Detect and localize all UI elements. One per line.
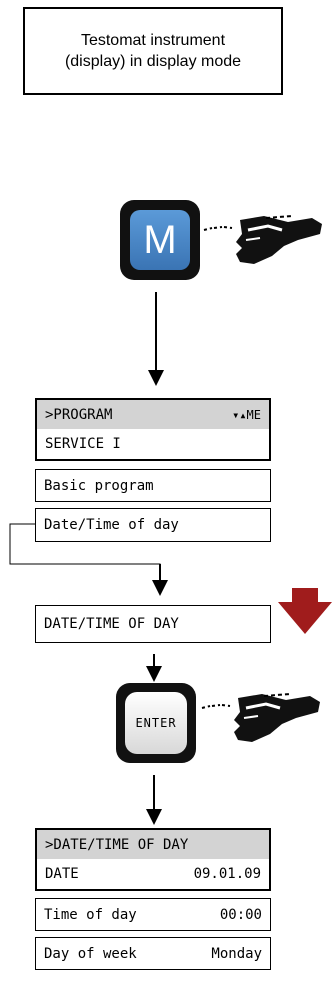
result-row-day-value: Monday (211, 945, 262, 962)
arrow-down-2 (146, 654, 162, 682)
menu-item-service-label: SERVICE I (45, 436, 121, 452)
title-box: Testomat instrument (display) in display… (23, 7, 283, 95)
result-row-time: Time of day 00:00 (35, 898, 271, 931)
menu-header: >PROGRAM ▾▴ME (35, 398, 271, 431)
connector-line (9, 523, 168, 596)
menu-item-basic-program-label: Basic program (44, 477, 154, 494)
menu-item-basic-program[interactable]: Basic program (35, 469, 271, 502)
result-row-time-label: Time of day (44, 906, 137, 923)
menu-item-date-time[interactable]: Date/Time of day (35, 508, 271, 542)
pointing-hand-icon (203, 215, 322, 264)
result-row-date-value: 09.01.09 (193, 866, 261, 882)
menu-item-service[interactable]: SERVICE I (35, 429, 271, 461)
result-row-day-label: Day of week (44, 945, 137, 962)
title-text: Testomat instrument (display) in display… (64, 32, 242, 70)
red-down-arrow-icon (278, 588, 332, 634)
m-key-button[interactable]: M (120, 200, 200, 280)
m-key-face: M (130, 210, 190, 270)
arrow-down-3 (146, 775, 162, 825)
result-row-date-label: DATE (45, 866, 79, 882)
arrow-down-1 (148, 292, 164, 386)
result-header: >DATE/TIME OF DAY (35, 828, 271, 861)
result-row-time-value: 00:00 (219, 906, 262, 923)
result-header-label: >DATE/TIME OF DAY (45, 836, 189, 853)
date-time-box: DATE/TIME OF DAY (35, 605, 271, 643)
pointing-hand-icon (201, 693, 320, 742)
date-time-box-label: DATE/TIME OF DAY (44, 616, 179, 632)
menu-item-date-time-label: Date/Time of day (44, 517, 179, 533)
menu-header-right: ▾▴ME (232, 407, 261, 422)
menu-header-label: >PROGRAM (45, 406, 113, 423)
enter-key-face: ENTER (125, 692, 187, 754)
enter-key-button[interactable]: ENTER (116, 683, 196, 763)
result-row-day: Day of week Monday (35, 937, 271, 970)
result-row-date: DATE 09.01.09 (35, 859, 271, 891)
